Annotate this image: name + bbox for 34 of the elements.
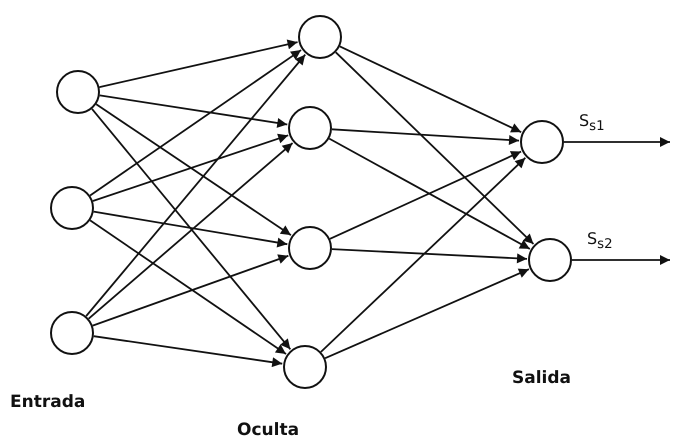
arrow xyxy=(90,49,302,196)
arrow xyxy=(564,137,670,147)
arrow xyxy=(94,210,288,248)
neuron-circle xyxy=(288,226,332,270)
neuron-circle xyxy=(56,70,100,114)
arrow xyxy=(335,52,534,245)
neuron-circle xyxy=(50,186,94,230)
arrow xyxy=(320,157,526,352)
neuron-circle xyxy=(520,120,564,164)
arrow xyxy=(332,248,528,264)
arrow xyxy=(92,134,288,202)
neuron-circle xyxy=(50,311,94,355)
arrow xyxy=(330,150,522,240)
arrow xyxy=(328,138,530,250)
neuron-circle xyxy=(288,106,332,150)
arrow xyxy=(99,39,298,88)
arrow xyxy=(100,94,288,128)
arrow xyxy=(91,108,292,350)
arrow xyxy=(572,255,670,265)
arrow xyxy=(96,104,292,236)
arrow xyxy=(94,335,282,368)
arrow xyxy=(324,268,530,360)
arrow xyxy=(90,220,286,355)
arrow xyxy=(340,46,522,133)
layer-label: Entrada xyxy=(10,392,86,412)
neuron-circle xyxy=(528,238,572,282)
layer-label: Salida xyxy=(512,368,572,388)
arrow xyxy=(332,128,520,145)
arrow xyxy=(85,54,306,317)
arrow xyxy=(88,142,294,320)
neuron-circle xyxy=(283,345,327,389)
arrow xyxy=(92,254,289,326)
layer-label: Oculta xyxy=(237,420,300,440)
neuron-circle xyxy=(298,15,342,59)
